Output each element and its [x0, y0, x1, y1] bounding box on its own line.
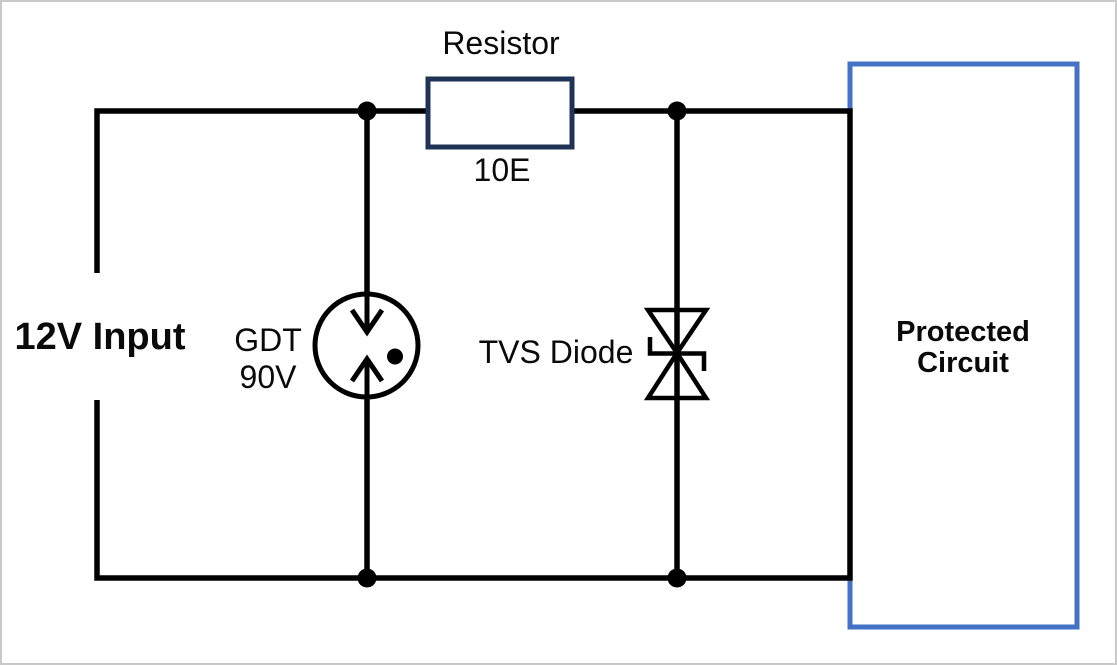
protected-circuit-label-line2: Circuit — [917, 347, 1009, 379]
gdt-circle — [312, 291, 421, 400]
resistor-value-label: 10E — [474, 152, 531, 188]
resistor-body — [425, 76, 575, 150]
gdt-label-line1: GDT — [234, 322, 302, 358]
junction-dot-top-left — [357, 101, 377, 121]
junction-dot-top-right — [667, 101, 687, 121]
gdt-symbol — [312, 291, 421, 400]
gdt-gas-dot — [387, 348, 403, 365]
main-wire-loop — [94, 108, 853, 581]
junction-dot-bottom-left — [357, 568, 377, 588]
tvs-zener-bar — [647, 337, 707, 371]
tvs-top-triangle — [643, 307, 711, 358]
input-label: 12V Input — [14, 316, 185, 358]
protected-circuit-box — [847, 61, 1080, 630]
gdt-top-arrowhead — [349, 308, 385, 337]
junction-dot-bottom-right — [667, 568, 687, 588]
tvs-diode-symbol — [643, 307, 711, 401]
protected-circuit-label-line1: Protected — [896, 316, 1030, 348]
tvs-bottom-triangle — [643, 348, 711, 401]
resistor-symbol — [425, 76, 575, 150]
resistor-label: Resistor — [442, 25, 560, 61]
tvs-label: TVS Diode — [479, 334, 634, 370]
gdt-bottom-arrowhead — [349, 354, 385, 383]
gdt-label-line2: 90V — [240, 359, 298, 395]
